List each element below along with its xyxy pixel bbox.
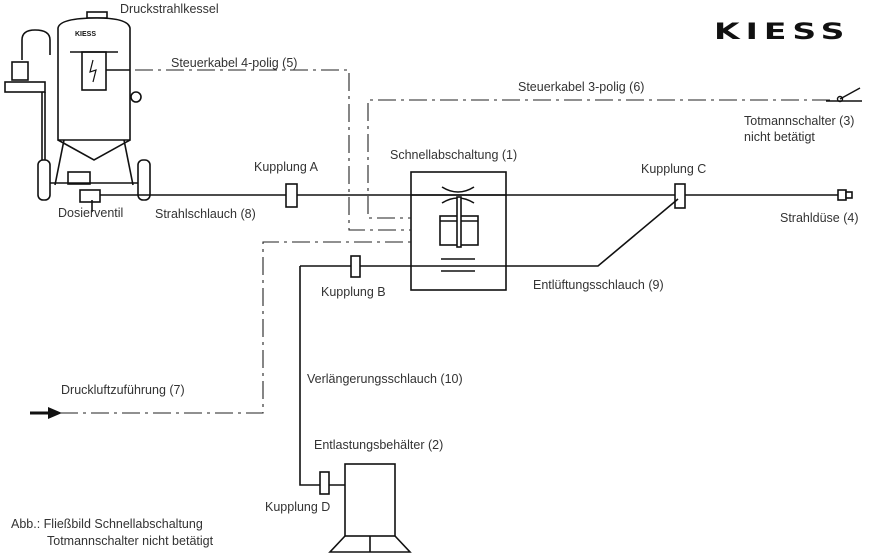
label-coupling-b: Kupplung B (321, 285, 386, 299)
air-supply-line (60, 241, 411, 414)
label-relief-tank: Entlastungsbehälter (2) (314, 438, 444, 452)
deadman-switch-drawing (826, 87, 862, 103)
extension-hose-line (299, 266, 345, 486)
blast-tank-drawing: KIESS (4, 11, 151, 212)
label-coupling-a: Kupplung A (254, 160, 318, 174)
shutoff-unit-drawing (410, 171, 507, 291)
label-deadman: Totmannschalter (3) (744, 114, 855, 128)
label-tank: Druckstrahlkessel (120, 2, 219, 16)
label-vent-hose: Entlüftungsschlauch (9) (533, 278, 664, 292)
label-air-supply: Druckluftzuführung (7) (61, 383, 185, 397)
air-supply-arrow-icon (30, 407, 62, 419)
label-extension-hose: Verlängerungsschlauch (10) (307, 372, 463, 386)
label-blast-hose: Strahlschlauch (8) (155, 207, 256, 221)
label-cable4: Steuerkabel 4-polig (5) (171, 56, 298, 70)
caption-line-2: Totmannschalter nicht betätigt (47, 534, 214, 548)
label-cable3: Steuerkabel 3-polig (6) (518, 80, 645, 94)
coupling-c (674, 183, 686, 209)
label-dosing-valve: Dosierventil (58, 206, 124, 220)
label-coupling-c: Kupplung C (641, 162, 707, 176)
control-cable-4pin-line (135, 69, 411, 231)
label-coupling-d: Kupplung D (265, 500, 331, 514)
kiess-logo: KIESS (714, 20, 851, 45)
coupling-d (319, 471, 330, 495)
svg-text:KIESS: KIESS (75, 31, 96, 38)
label-nozzle: Strahldüse (4) (780, 211, 859, 225)
label-deadman-state: nicht betätigt (744, 130, 815, 144)
label-shutoff: Schnellabschaltung (1) (390, 148, 518, 162)
control-cable-3pin-line (367, 99, 830, 219)
caption-line-1: Abb.: Fließbild Schnellabschaltung (11, 517, 203, 531)
relief-tank-drawing (328, 463, 412, 553)
coupling-b (350, 255, 361, 278)
nozzle-drawing (837, 189, 853, 201)
coupling-a (285, 183, 298, 208)
vent-hose-line (300, 198, 679, 267)
